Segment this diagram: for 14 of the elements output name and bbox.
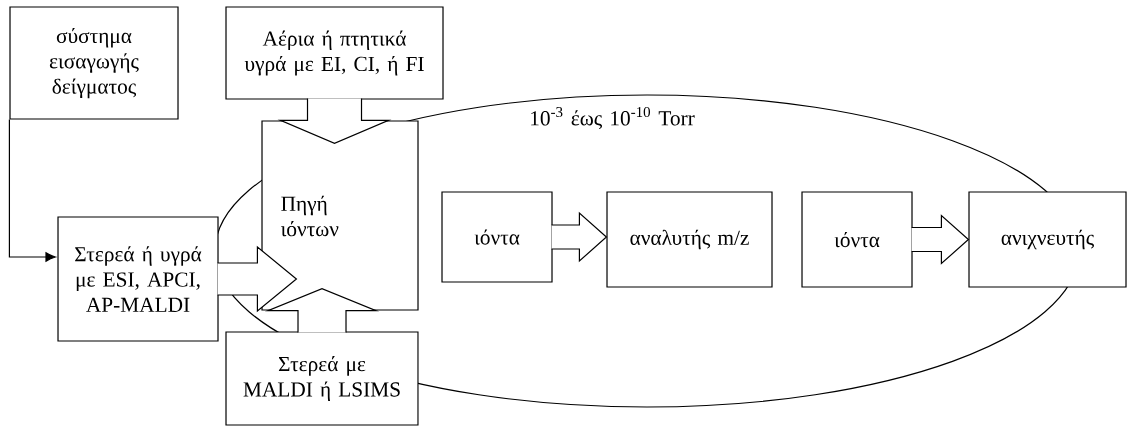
block-arrow xyxy=(911,214,970,265)
block-arrow xyxy=(217,245,298,313)
block-arrow xyxy=(264,287,380,333)
block-arrow xyxy=(551,211,608,263)
process-box: αναλυτής m/z xyxy=(606,191,773,288)
block-arrow xyxy=(277,98,392,145)
process-box: ιόντα xyxy=(441,191,553,283)
process-box: Στερεά ή υγρά με ESI, APCI, AP-MALDI xyxy=(57,216,219,342)
process-box: σύστημα εισαγωγής δείγματος xyxy=(9,6,179,120)
arrow xyxy=(8,119,56,262)
process-box: Στερεά με MALDI ή LSIMS xyxy=(225,331,419,426)
process-box: ανιχνευτής xyxy=(968,191,1127,288)
process-box: Αέρια ή πτητικά υγρά με EI, CI, ή FI xyxy=(225,6,444,100)
process-box: ιόντα xyxy=(801,191,913,288)
